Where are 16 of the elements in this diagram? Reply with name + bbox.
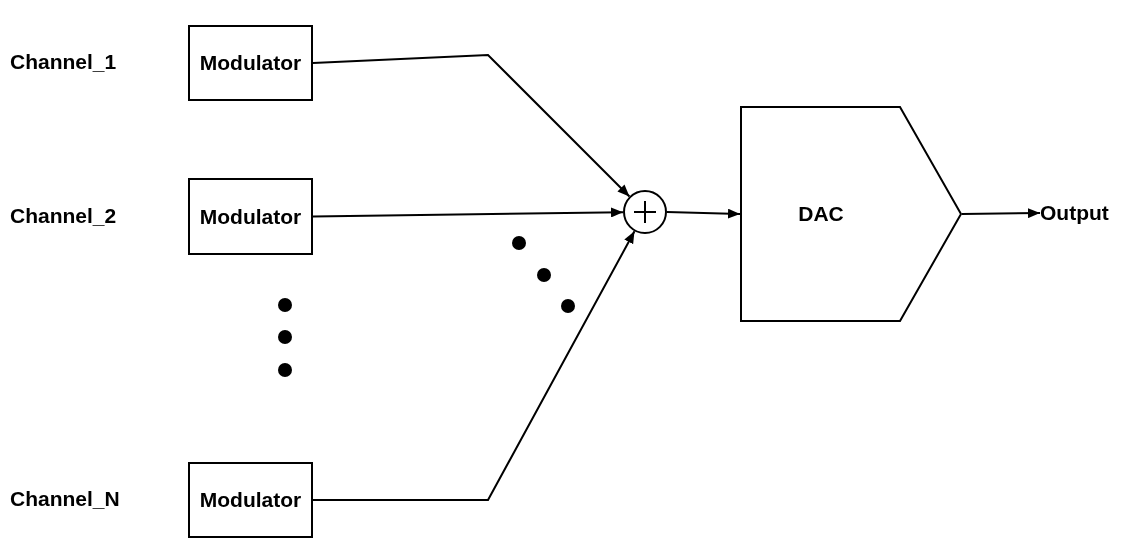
arrow bbox=[961, 208, 1041, 219]
channel-label: Channel_N bbox=[10, 487, 120, 511]
arrow bbox=[666, 208, 741, 219]
arrow bbox=[312, 207, 624, 218]
block-label: DAC bbox=[798, 202, 844, 226]
block-label: Modulator bbox=[199, 204, 302, 229]
block-label: Modulator bbox=[199, 51, 302, 75]
channel-label: Channel_2 bbox=[10, 203, 117, 228]
process-box bbox=[188, 25, 313, 101]
block-label: Modulator bbox=[199, 488, 302, 512]
process-box bbox=[188, 462, 313, 538]
arrow bbox=[312, 54, 631, 198]
output-label: Output bbox=[1040, 201, 1109, 225]
channel-label: Channel_1 bbox=[10, 50, 117, 74]
arrow bbox=[312, 230, 636, 501]
process-box bbox=[188, 178, 313, 255]
